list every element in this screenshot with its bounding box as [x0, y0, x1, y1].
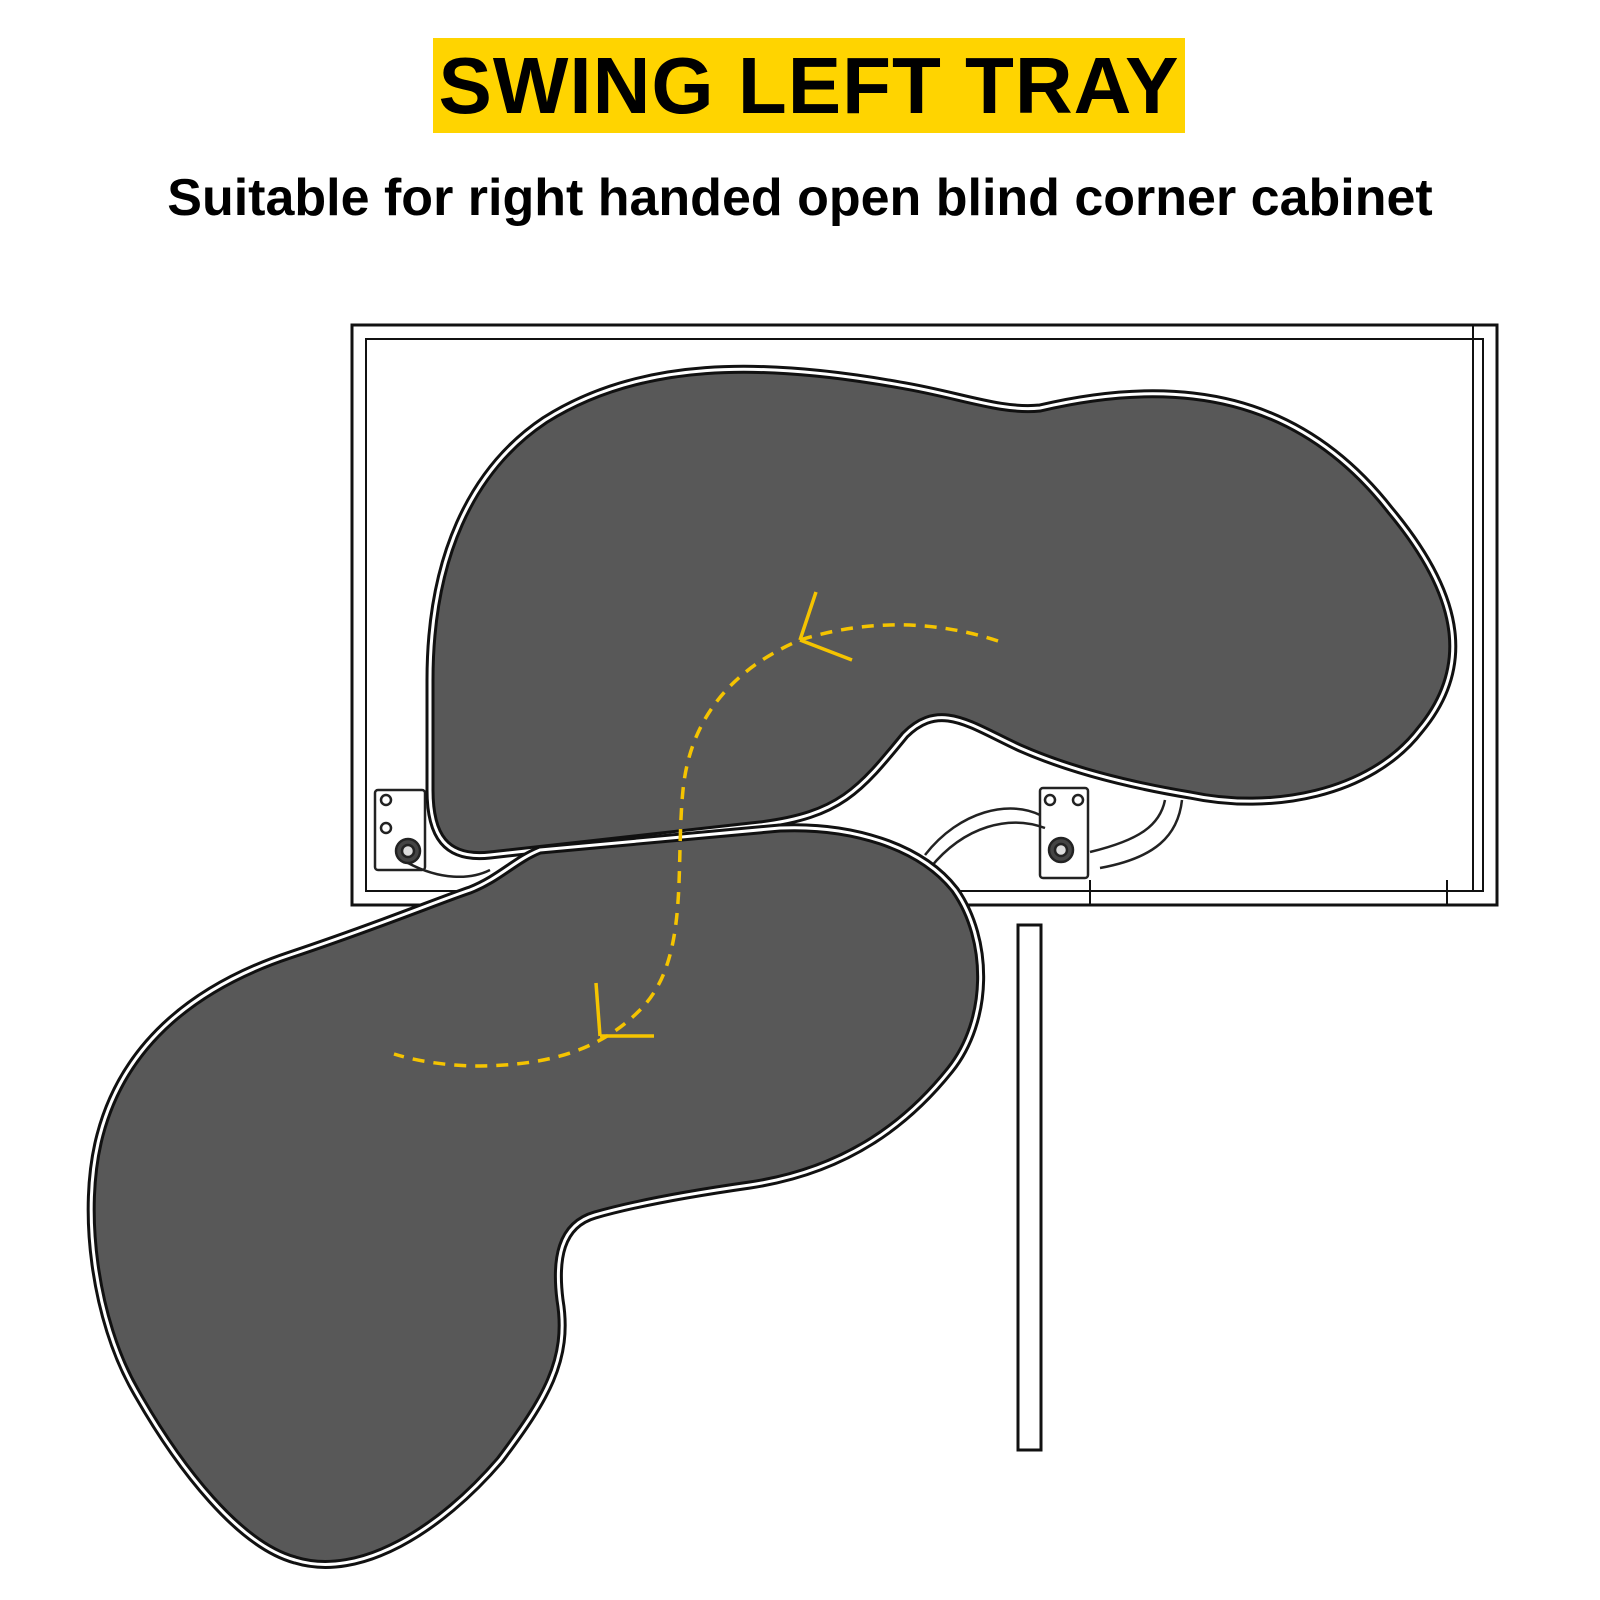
upper-tray-rim — [428, 367, 1455, 858]
swing-path-dashed — [393, 623, 999, 1068]
right-hinge-bracket — [924, 786, 1184, 880]
upper-arrowhead-stroke-1 — [798, 591, 818, 641]
upper-tray — [425, 364, 1458, 861]
upper-arrowhead-stroke-2 — [799, 638, 853, 662]
cabinet-door-panel — [1016, 923, 1043, 1452]
page-subtitle: Suitable for right handed open blind cor… — [167, 169, 1433, 227]
lower-arrowhead-stroke-1 — [594, 982, 602, 1037]
lower-tray — [86, 823, 986, 1569]
swing-motion-arrow — [393, 591, 999, 1068]
lower-tray-rim — [89, 826, 983, 1566]
page-title: SWING LEFT TRAY — [438, 40, 1180, 130]
left-hinge-bracket — [373, 788, 491, 879]
title-banner: SWING LEFT TRAY — [433, 38, 1185, 133]
